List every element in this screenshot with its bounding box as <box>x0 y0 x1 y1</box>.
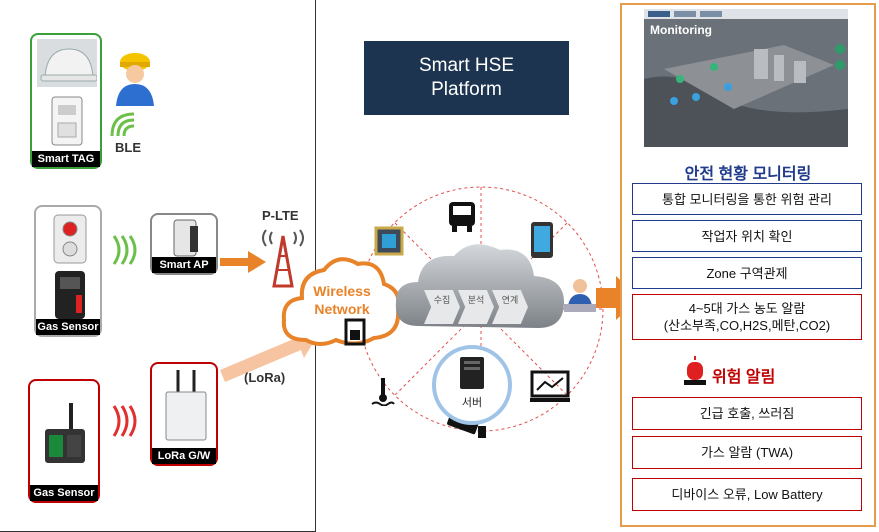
gas-alarm-line2: (산소부족,CO,H2S,메탄,CO2) <box>663 318 831 333</box>
ble-wave-icon <box>110 112 135 137</box>
gas-sensor-lora-box: Gas Sensor <box>28 379 100 503</box>
gas-sensor-device-icon <box>55 271 85 319</box>
alert-item: 긴급 호출, 쓰러짐 <box>632 397 862 430</box>
access-point-icon <box>173 219 198 257</box>
tablet-icon <box>531 222 553 258</box>
gas-alarm-item: 4~5대 가스 농도 알람 (산소부족,CO,H2S,메탄,CO2) <box>632 294 862 340</box>
gas-sensor-device-icon <box>45 403 85 463</box>
lora-label: (LoRa) <box>244 370 286 385</box>
arrow-icon <box>220 251 266 273</box>
user-laptop-icon <box>564 279 596 312</box>
arrow-icon <box>220 330 316 382</box>
smart-tag-label: Smart TAG <box>32 151 100 167</box>
platform-title: Smart HSE Platform <box>364 41 569 115</box>
detector-icon <box>53 214 87 264</box>
platform-title-line1: Smart HSE <box>418 55 515 76</box>
thermometer-icon <box>371 378 395 406</box>
chip-icon <box>374 226 404 256</box>
smart-tag-device-icon <box>51 96 83 146</box>
monitoring-item: Zone 구역관제 <box>632 257 862 289</box>
lora-gateway-label: LoRa G/W <box>152 448 216 464</box>
smart-tag-box: Smart TAG <box>30 33 102 169</box>
smart-ap-label: Smart AP <box>152 257 216 273</box>
monitoring-item: 작업자 위치 확인 <box>632 220 862 252</box>
ble-label: BLE <box>115 140 141 155</box>
step-analyze: 분석 <box>467 295 485 305</box>
server-icon <box>460 357 484 389</box>
monitoring-section-title: 안전 현황 모니터링 <box>684 166 812 183</box>
alert-item: 디바이스 오류, Low Battery <box>632 478 862 511</box>
gas-sensor-label: Gas Sensor <box>36 319 100 335</box>
lora-gateway-box: LoRa G/W <box>150 362 218 466</box>
gas-sensor-label: Gas Sensor <box>30 485 98 501</box>
platform-title-line2: Platform <box>431 79 502 100</box>
wireless-line2: Network <box>314 301 370 317</box>
wireless-wave-icon <box>112 235 137 265</box>
helmet-icon <box>37 39 97 87</box>
wireless-line1: Wireless <box>313 283 371 299</box>
gas-alarm-line1: 4~5대 가스 농도 알람 <box>688 301 806 316</box>
step-link: 연계 <box>501 295 519 305</box>
alert-section-title: 위험 알림 <box>712 369 776 386</box>
wireless-wave-icon <box>112 405 137 437</box>
gateway-icon <box>165 370 207 441</box>
siren-icon <box>684 356 706 385</box>
map-view <box>644 9 848 147</box>
monitoring-screen: Monitoring <box>644 9 848 147</box>
chart-monitor-icon <box>530 370 570 402</box>
smart-ap-box: Smart AP <box>150 213 218 275</box>
step-collect: 수집 <box>433 295 451 305</box>
plte-label: P-LTE <box>262 208 299 223</box>
monitoring-title: Monitoring <box>650 23 712 37</box>
wireless-network-label: Wireless Network <box>300 282 384 318</box>
worker-icon <box>116 53 154 106</box>
bus-icon <box>449 202 475 232</box>
gas-sensor-box: Gas Sensor <box>34 205 102 337</box>
server-label: 서버 <box>461 397 483 409</box>
tower-icon <box>262 229 304 288</box>
alert-item: 가스 알람 (TWA) <box>632 436 862 469</box>
tank-icon <box>344 318 366 346</box>
monitoring-item: 통합 모니터링을 통한 위험 관리 <box>632 183 862 215</box>
